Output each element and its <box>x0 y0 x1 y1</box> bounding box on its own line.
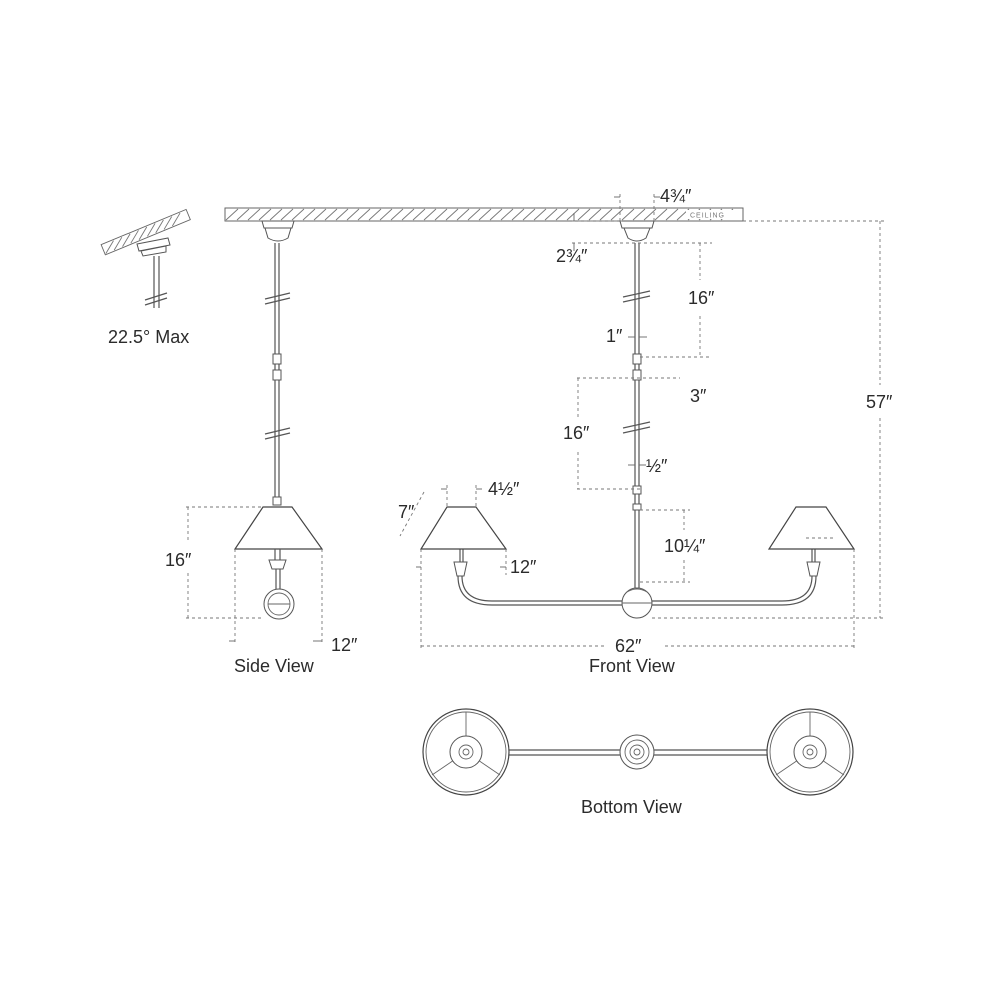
hatch-line <box>346 208 360 221</box>
hatch-line <box>577 208 591 221</box>
shade-bottom-front-label: 12″ <box>510 557 537 577</box>
sloped-ceiling-detail: 22.5° Max <box>100 208 191 347</box>
hatch-line <box>654 208 668 221</box>
canopy-width-label: 4¾″ <box>660 186 692 206</box>
hatch-line <box>225 208 239 221</box>
hatch-line <box>122 233 131 247</box>
hatch-line <box>236 208 250 221</box>
hatch-line <box>302 208 316 221</box>
overall-width-label: 62″ <box>615 636 642 656</box>
hatch-line <box>423 208 437 221</box>
hatch-line <box>390 208 404 221</box>
hatch-line <box>555 208 569 221</box>
upper-stem-label: 16″ <box>688 288 715 308</box>
overall-height-label: 57″ <box>866 392 893 412</box>
hatch-line <box>401 208 415 221</box>
hatch-line <box>172 212 181 227</box>
hatch-line <box>643 208 657 221</box>
hatch-line <box>544 208 558 221</box>
hatch-line <box>588 208 602 221</box>
hatch-line <box>533 208 547 221</box>
hatch-line <box>291 208 305 221</box>
hatch-line <box>434 208 448 221</box>
hatch-line <box>138 226 148 240</box>
shade-top-label: 4½″ <box>488 479 520 499</box>
hatch-line <box>379 208 393 221</box>
hatch-line <box>445 208 459 221</box>
side-width-label: 12″ <box>331 635 358 655</box>
side-height-label: 16″ <box>165 550 192 570</box>
hatch-line <box>511 208 525 221</box>
stem-diameter-label: 1″ <box>606 326 623 346</box>
side-view: 16″ 12″ Side View <box>165 220 358 676</box>
bottom-view: Bottom View <box>422 708 854 817</box>
hatch-line <box>500 208 514 221</box>
hatch-line <box>147 223 156 237</box>
hatch-line <box>247 208 261 221</box>
hatch-line <box>105 240 114 254</box>
hatch-line <box>610 208 624 221</box>
hatch-line <box>368 208 382 221</box>
hatch-line <box>130 230 139 244</box>
hatch-line <box>412 208 426 221</box>
hatch-line <box>621 208 635 221</box>
side-view-caption: Side View <box>234 656 315 676</box>
hatch-line <box>280 208 294 221</box>
hatch-line <box>478 208 492 221</box>
hatch-line <box>163 216 173 230</box>
coupling-label: 3″ <box>690 386 707 406</box>
shade-slant-label: 7″ <box>398 502 415 522</box>
slope-note: 22.5° Max <box>108 327 189 347</box>
hatch-line <box>467 208 481 221</box>
hatch-line <box>456 208 470 221</box>
hatch-line <box>599 208 613 221</box>
ceiling: CEILING <box>224 207 744 222</box>
ceiling-label: CEILING <box>690 213 725 220</box>
bottom-view-caption: Bottom View <box>581 797 683 817</box>
hatch-line <box>632 208 646 221</box>
hatch-line <box>313 208 327 221</box>
hatch-line <box>269 208 283 221</box>
hatch-line <box>357 208 371 221</box>
hatch-line <box>258 208 272 221</box>
hatch-line <box>665 208 679 221</box>
lower-stem-label: 10¼″ <box>664 536 706 556</box>
canopy-height-label: 2¾″ <box>556 246 588 266</box>
hatch-line <box>335 208 349 221</box>
hatch-line <box>155 219 164 234</box>
small-stem-label: ½″ <box>646 456 668 476</box>
hatch-line <box>113 236 123 251</box>
hatch-line <box>522 208 536 221</box>
front-view-caption: Front View <box>589 656 676 676</box>
front-view: 4¾″ 2¾″ 16″ 1″ 3″ 16″ ½″ 10¼″ 57″ <box>398 186 893 676</box>
hatch-line <box>489 208 503 221</box>
mid-stem-label: 16″ <box>563 423 590 443</box>
hatch-line <box>324 208 338 221</box>
hatch-line <box>566 208 580 221</box>
